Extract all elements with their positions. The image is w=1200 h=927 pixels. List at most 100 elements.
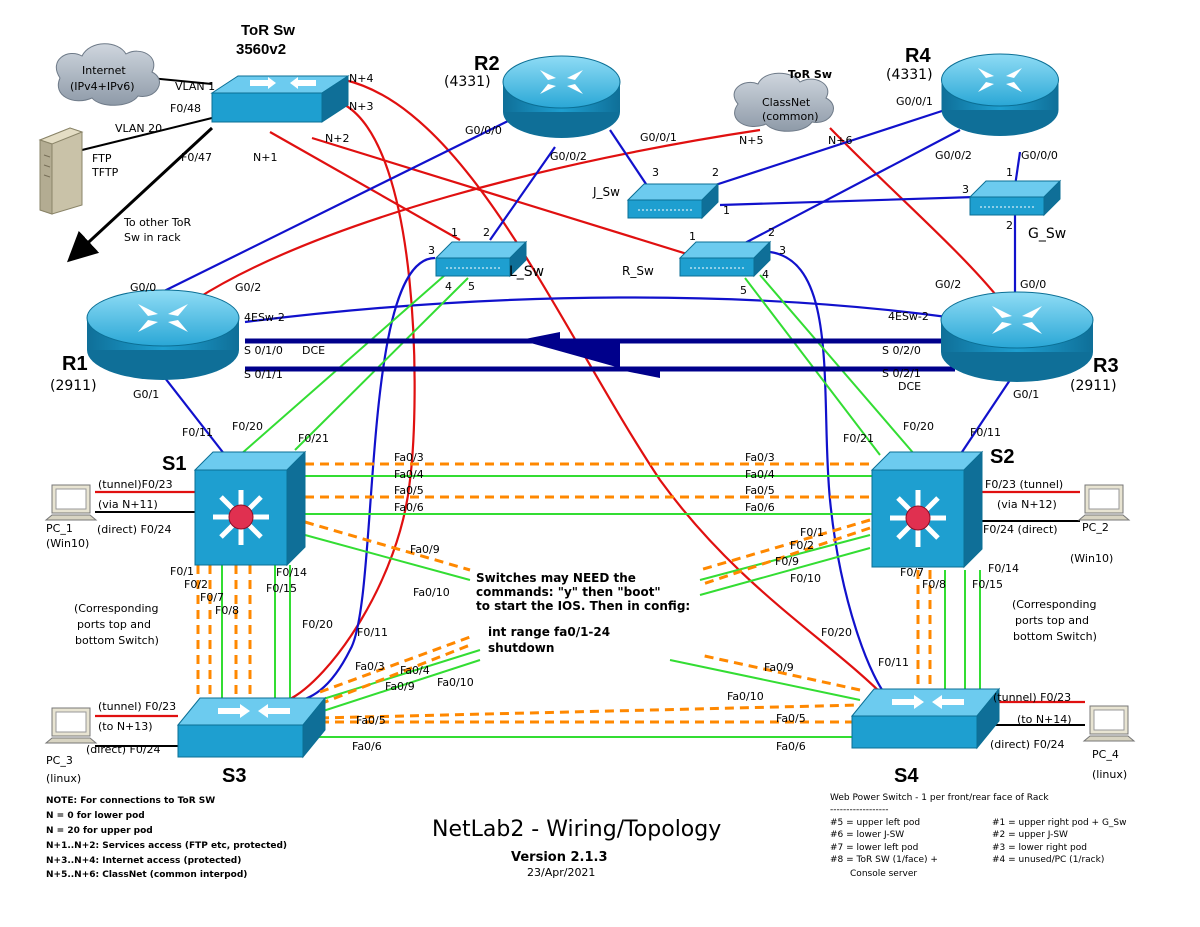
- s4-fa06: Fa0/6: [776, 740, 806, 753]
- switch-g-sw: [968, 179, 1062, 217]
- switch-s1: [193, 450, 307, 567]
- port-n4: N+4: [349, 72, 373, 85]
- port-r3-dce: DCE: [898, 380, 921, 393]
- s1s2-fa04-l: Fa0/4: [394, 468, 424, 481]
- link-r2-lsw: [489, 146, 556, 241]
- port-r3-g02: G0/2: [935, 278, 961, 291]
- link-r1-classnet: [194, 128, 761, 301]
- router-r4: [941, 53, 1059, 136]
- switch-s3: [176, 696, 327, 759]
- rsw-p4: 4: [762, 268, 769, 281]
- s1s2-fa05-l: Fa0/5: [394, 484, 424, 497]
- s3-fa06: Fa0/6: [352, 740, 382, 753]
- port-n2: N+2: [325, 132, 349, 145]
- ftp-line1: FTP: [92, 152, 112, 165]
- link-s4-s1-fa010: [669, 659, 861, 701]
- switch-s2: [870, 450, 984, 569]
- s1-f015: F0/15: [266, 582, 297, 595]
- port-n6: N+6: [828, 134, 852, 147]
- link-r1-s1: [164, 377, 226, 456]
- r1-name: R1: [62, 353, 88, 375]
- link-rsw-s2-f020: [759, 274, 916, 456]
- s4-direct: (direct) F0/24: [990, 738, 1065, 751]
- tor-note-3: N = 20 for upper pod: [46, 826, 153, 836]
- s2-f01: F0/1: [800, 526, 824, 539]
- s3-fa03: Fa0/3: [355, 660, 385, 673]
- s1-tunnel: (tunnel)F0/23: [98, 478, 173, 491]
- s1-f01: F0/1: [170, 565, 194, 578]
- port-f047: F0/47: [181, 151, 212, 164]
- link-lsw-s1-f020: [239, 274, 446, 456]
- link-jsw-gsw: [719, 195, 976, 207]
- tor-note-4: N+1..N+2: Services access (FTP etc, prot…: [46, 841, 287, 851]
- tor-note-5: N+3..N+4: Internet access (protected): [46, 856, 241, 866]
- pc3-name: PC_3: [46, 754, 73, 767]
- s1-fa010: Fa0/10: [413, 586, 450, 599]
- s4-f020: F0/20: [821, 626, 852, 639]
- link-r3-classnet: [829, 127, 1001, 301]
- port-r1-s011: S 0/1/1: [244, 368, 283, 381]
- s2-direct: F0/24 (direct): [983, 523, 1058, 536]
- rsw-p1: 1: [689, 230, 696, 243]
- power-right-4: #4 = unused/PC (1/rack): [992, 855, 1104, 865]
- internet-cloud: [55, 43, 160, 106]
- s2-via: (via N+12): [997, 498, 1057, 511]
- cmd-line1: Switches may NEED the: [476, 571, 636, 585]
- power-title: Web Power Switch - 1 per front/rear face…: [830, 793, 1049, 803]
- s1-f07: F0/7: [200, 591, 224, 604]
- s3-fa09: Fa0/9: [385, 680, 415, 693]
- gsw-p2: 2: [1006, 219, 1013, 232]
- s2-f014: F0/14: [988, 562, 1019, 575]
- link-s2-s3-f09: [699, 534, 871, 581]
- s2-f07: F0/7: [900, 566, 924, 579]
- pc-1: [44, 484, 98, 521]
- internet-line1: Internet: [82, 64, 126, 77]
- s1s2-fa06-r: Fa0/6: [745, 501, 775, 514]
- switch-j-sw: [626, 182, 720, 220]
- port-r1-dce: DCE: [302, 344, 325, 357]
- rsw-p5: 5: [740, 284, 747, 297]
- serial-zigzag: [520, 332, 660, 378]
- link-s1-s4-fa010: [304, 534, 471, 581]
- s4-fa09: Fa0/9: [764, 661, 794, 674]
- power-left-2: #6 = lower J-SW: [830, 830, 904, 840]
- pc4-os: (linux): [1092, 768, 1127, 781]
- s3-fa010: Fa0/10: [437, 676, 474, 689]
- link-lsw-s1-f021: [294, 277, 469, 451]
- r3-name: R3: [1093, 355, 1119, 377]
- corresp-right-1: (Corresponding: [1012, 598, 1097, 611]
- link-tor-other: [66, 126, 214, 263]
- port-r3-s020: S 0/2/0: [882, 344, 921, 357]
- s4-fa010: Fa0/10: [727, 690, 764, 703]
- link-s3-s2-f09: [319, 649, 481, 701]
- s3-tunnel: (tunnel) F0/23: [98, 700, 176, 713]
- port-vlan20: VLAN 20: [115, 122, 162, 135]
- tor-note-1: NOTE: For connections to ToR SW: [46, 796, 215, 806]
- corresp-right-2: ports top and: [1015, 614, 1089, 627]
- s2-f02: F0/2: [790, 539, 814, 552]
- s2-f020: F0/20: [903, 420, 934, 433]
- s1-name: S1: [162, 453, 186, 475]
- port-n3: N+3: [349, 100, 373, 113]
- port-r3-g00: G0/0: [1020, 278, 1046, 291]
- power-left-4: #8 = ToR SW (1/face) +: [830, 855, 938, 865]
- s3-to: (to N+13): [98, 720, 153, 733]
- power-left-1: #5 = upper left pod: [830, 818, 920, 828]
- s4-tunnel: (tunnel) F0/23: [993, 691, 1071, 704]
- port-r1-g02: G0/2: [235, 281, 261, 294]
- s4-to: (to N+14): [1017, 713, 1072, 726]
- rsw-name: R_Sw: [622, 264, 654, 278]
- power-left-5: Console server: [830, 869, 917, 879]
- s1s2-fa03-l: Fa0/3: [394, 451, 424, 464]
- tor-switch: [210, 75, 350, 123]
- tor-model: 3560v2: [236, 41, 286, 58]
- port-n1: N+1: [253, 151, 277, 164]
- power-right-1: #1 = upper right pod + G_Sw: [992, 818, 1127, 828]
- s3-fa05: Fa0/5: [356, 714, 386, 727]
- lsw-p5: 5: [468, 280, 475, 293]
- s1s2-fa05-r: Fa0/5: [745, 484, 775, 497]
- ftp-line2: TFTP: [91, 166, 119, 179]
- s2-f010: F0/10: [790, 572, 821, 585]
- port-r2-g001: G0/0/1: [640, 131, 677, 144]
